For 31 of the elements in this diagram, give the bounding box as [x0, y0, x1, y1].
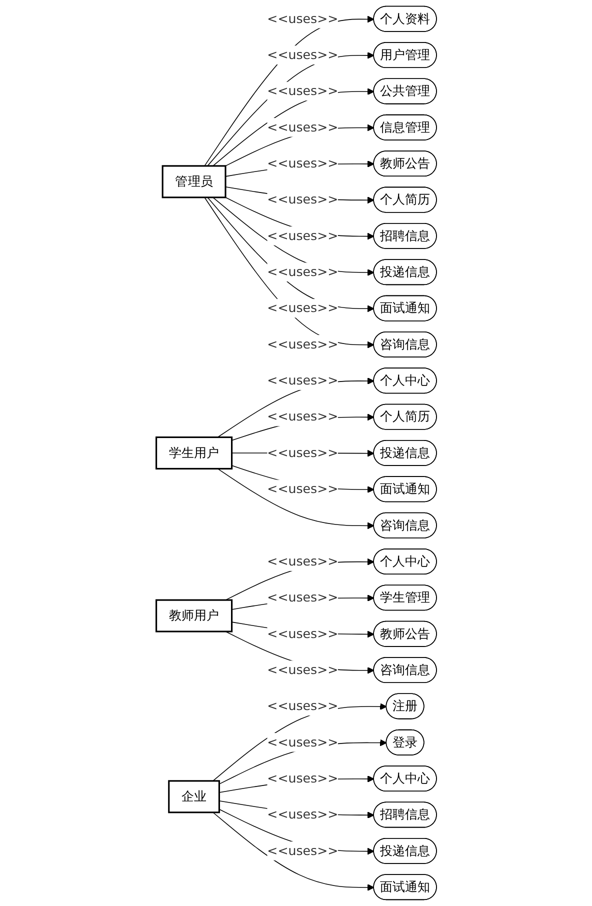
- edge-label: <<uses>>: [266, 770, 338, 786]
- edge-label: <<uses>>: [266, 47, 338, 62]
- node-box: 学生用户: [155, 436, 232, 470]
- edge-label: <<uses>>: [266, 156, 338, 171]
- edge-label: <<uses>>: [266, 590, 338, 605]
- edge-label: <<uses>>: [266, 408, 338, 424]
- edge-label: <<uses>>: [266, 554, 338, 569]
- edge-label: <<uses>>: [266, 698, 338, 714]
- edge-label: <<uses>>: [266, 806, 338, 822]
- edge-label: <<uses>>: [266, 843, 338, 858]
- edge-label: <<uses>>: [266, 626, 338, 641]
- edge-label: <<uses>>: [266, 336, 338, 352]
- arrow: [216, 378, 374, 438]
- arrow: [212, 703, 386, 782]
- edge-label: <<uses>>: [266, 264, 338, 280]
- edge-label: <<uses>>: [266, 120, 338, 134]
- edge-label: <<uses>>: [266, 300, 338, 316]
- edge-label: <<uses>>: [266, 662, 338, 678]
- arrow: [216, 468, 374, 530]
- node-box: 教师用户: [155, 599, 232, 632]
- edge-label: <<uses>>: [266, 11, 338, 26]
- arrow: [212, 812, 374, 891]
- edge-label: <<uses>>: [266, 192, 338, 207]
- edge-label: <<uses>>: [266, 445, 338, 460]
- edge-label: <<uses>>: [266, 734, 338, 750]
- edge-label: <<uses>>: [266, 372, 338, 388]
- edge-label: <<uses>>: [266, 83, 338, 98]
- edge-label: <<uses>>: [266, 228, 338, 244]
- edge-label: <<uses>>: [266, 481, 338, 496]
- node-box: 企业: [168, 780, 220, 814]
- node-box: 管理员: [161, 165, 226, 198]
